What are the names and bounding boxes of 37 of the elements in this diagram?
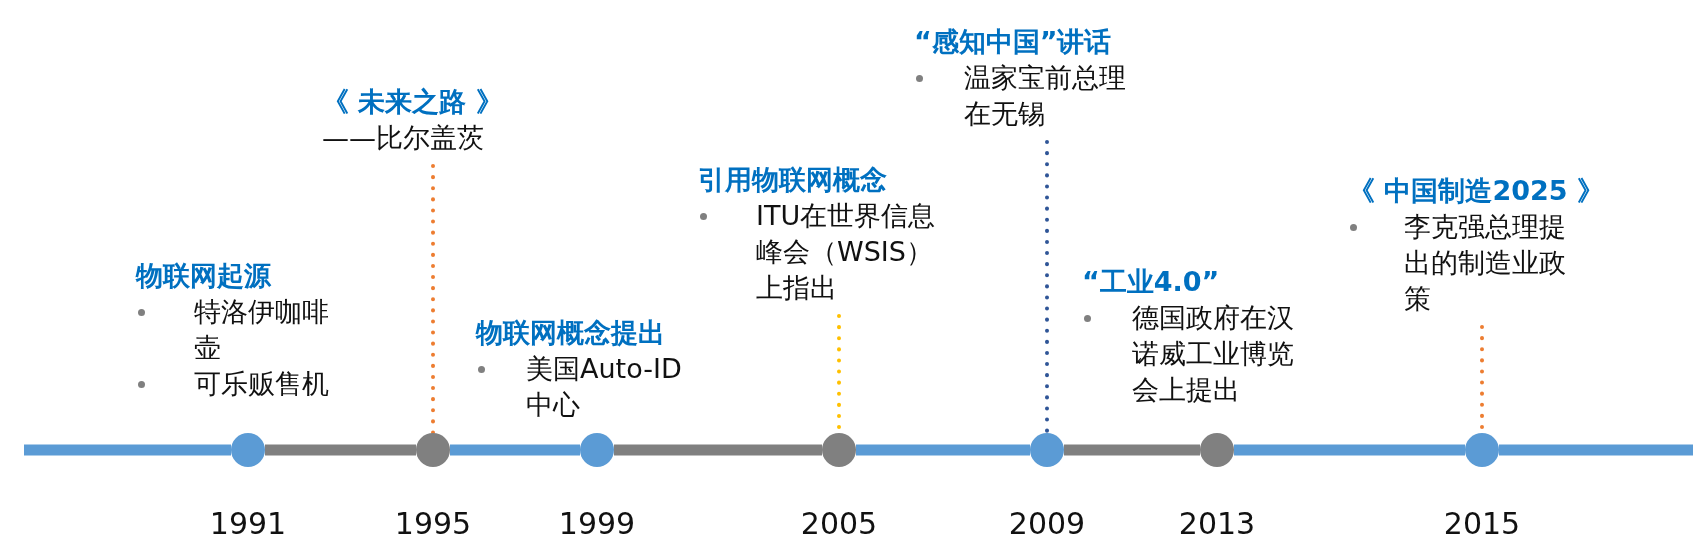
year-label: 2005 (799, 506, 879, 541)
year-label: 1991 (208, 506, 288, 541)
bullet-text: 温家宝前总理在无锡 (964, 61, 1127, 131)
timeline-segment (1234, 444, 1465, 456)
year-label: 1999 (557, 506, 637, 541)
bullet-text: 美国Auto-ID中心 (526, 352, 683, 422)
timeline-dot (416, 433, 450, 467)
leader-line (431, 164, 435, 435)
event-heading: 物联网概念提出 (476, 316, 665, 350)
timeline-dot (580, 433, 614, 467)
year-label: 2013 (1177, 506, 1257, 541)
leader-line (1045, 140, 1049, 435)
event-heading: “感知中国”讲话 (914, 25, 1112, 59)
timeline-dot (822, 433, 856, 467)
event-subtitle: ——比尔盖茨 (322, 121, 484, 155)
timeline-segment (614, 444, 822, 456)
timeline-segment (1064, 444, 1200, 456)
bullet-text: 李克强总理提出的制造业政策 (1404, 210, 1567, 316)
bullet-text: ITU在世界信息峰会（WSIS）上指出 (756, 199, 937, 305)
timeline-dot (231, 433, 265, 467)
event-heading: 引用物联网概念 (698, 163, 887, 197)
timeline-dot (1030, 433, 1064, 467)
year-label: 1995 (393, 506, 473, 541)
timeline-dot (1465, 433, 1499, 467)
event-heading: “工业4.0” (1082, 265, 1220, 299)
bullet-text: 德国政府在汉诺威工业博览会上提出 (1132, 301, 1295, 407)
timeline-segment (856, 444, 1030, 456)
timeline-segment (265, 444, 416, 456)
year-label: 2015 (1442, 506, 1522, 541)
year-label: 2009 (1007, 506, 1087, 541)
bullet-text: 特洛伊咖啡壶 (194, 295, 330, 365)
bullet-text: 可乐贩售机 (194, 367, 330, 401)
timeline-segment (450, 444, 580, 456)
event-heading: 《 中国制造2025 》 (1348, 174, 1604, 208)
event-heading: 物联网起源 (136, 259, 271, 293)
timeline-dot (1200, 433, 1234, 467)
event-heading: 《 未来之路 》 (322, 85, 503, 119)
